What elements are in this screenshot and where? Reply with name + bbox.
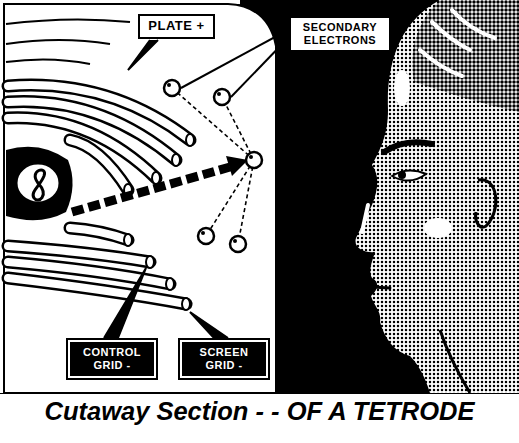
electron-stream-arrow	[72, 156, 248, 212]
frame-edge	[0, 393, 519, 394]
plate-label: PLATE +	[138, 14, 215, 39]
plate-curves	[6, 19, 130, 64]
electron-paths	[172, 88, 254, 244]
electron-label: SECONDARY ELECTRONS	[289, 16, 391, 52]
leader-line	[104, 30, 288, 338]
grid-wire	[8, 85, 190, 304]
grid-wire-outline	[8, 85, 190, 304]
secondary-electron	[164, 80, 262, 252]
label-text: PLATE +	[148, 19, 205, 34]
observer-face	[355, 0, 519, 393]
label-text: SECONDARY ELECTRONS	[297, 21, 383, 46]
caption-title: Cutaway Section - - OF A TETRODE	[0, 397, 519, 426]
label-text: CONTROL GRID -	[77, 346, 147, 371]
grid-label: SCREEN GRID -	[180, 340, 268, 378]
plate-edge	[4, 4, 294, 393]
wire-ends	[124, 134, 194, 310]
label-text: SCREEN GRID -	[189, 346, 259, 371]
grid-label: CONTROL GRID -	[68, 340, 156, 378]
cathode	[6, 147, 73, 221]
plate	[4, 4, 276, 393]
